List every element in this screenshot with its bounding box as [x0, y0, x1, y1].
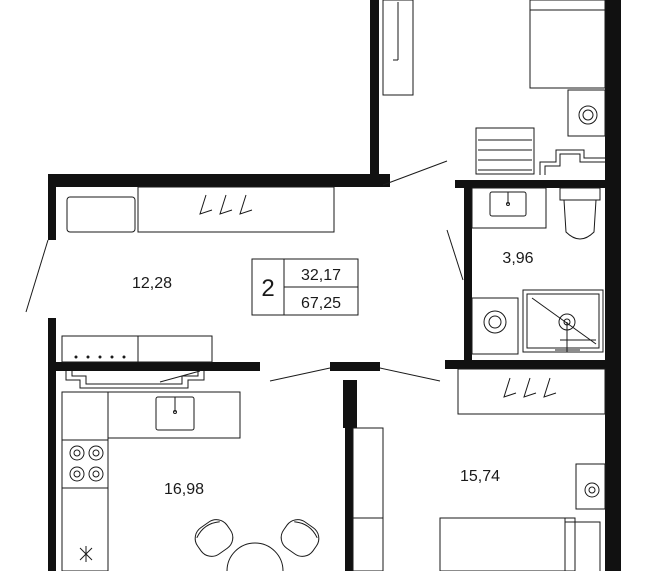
- hall-console: [137, 335, 213, 363]
- kitchen-area-label: 16,98: [164, 481, 204, 498]
- walls: [48, 0, 621, 571]
- hanger-icons: [199, 194, 253, 215]
- bed: [439, 517, 576, 571]
- wall-kitchen-left: [48, 318, 56, 571]
- stove: [61, 439, 109, 489]
- hall-fixtures: [61, 186, 335, 363]
- dining-table: [226, 542, 284, 571]
- fridge-mark: [79, 546, 93, 562]
- kitchen-fixtures: [61, 370, 320, 571]
- door-entrance: [25, 239, 49, 313]
- bath-area-label: 3,96: [502, 250, 533, 267]
- fan-icon: [584, 482, 600, 498]
- door-corridor: [382, 160, 448, 186]
- bath-washer: [471, 297, 519, 355]
- wall-bath-bottom: [445, 360, 605, 369]
- bath-washer-drum: [483, 310, 507, 334]
- washing-machine-drum: [578, 105, 598, 125]
- wall-bath-top: [455, 180, 605, 188]
- bedroom-wardrobe: [457, 368, 606, 415]
- washing-machine: [567, 89, 606, 137]
- room-count: 2: [261, 275, 274, 302]
- bedroom-hanger-icons: [503, 377, 557, 398]
- hall-area-label: 12,28: [132, 275, 172, 292]
- total-area: 67,25: [301, 295, 341, 312]
- bedroom-fixtures: [352, 368, 606, 571]
- wall-partition: [345, 428, 353, 571]
- wall-bedroom-top: [330, 362, 380, 371]
- hall-bench: [66, 196, 136, 233]
- shoe-dots: [74, 355, 126, 359]
- wall-kitchen-top: [56, 362, 260, 371]
- bedroom-nightstand: [575, 463, 606, 510]
- kitchen-radiator: [65, 371, 205, 389]
- bathroom-fixtures: [471, 187, 604, 355]
- doors: [25, 160, 464, 382]
- dining-chair-left: [194, 519, 234, 557]
- wall-hall-top: [48, 174, 390, 187]
- shower: [522, 289, 604, 353]
- wall-partition-pillar: [343, 380, 357, 428]
- bedroom-area-label: 15,74: [460, 468, 500, 485]
- wall-right-outer: [605, 0, 621, 571]
- area-labels: 12,28 3,96 16,98 15,74: [132, 250, 534, 498]
- laundry-area: [475, 0, 606, 175]
- corridor-wardrobe: [382, 0, 414, 96]
- living-area: 32,17: [301, 267, 341, 284]
- radiator-outline: [539, 149, 605, 175]
- door-kitchen: [269, 367, 331, 382]
- drying-rack: [475, 127, 535, 175]
- wall-corridor-left: [370, 0, 379, 187]
- summary-box: 2 32,17 67,25: [251, 258, 359, 316]
- door-bathroom: [446, 229, 464, 281]
- toilet: [559, 187, 601, 240]
- dining-chair-right: [280, 519, 320, 557]
- hall-wardrobe: [137, 186, 335, 233]
- washer-cabinet: [529, 0, 606, 89]
- bedroom-shelf: [352, 427, 384, 571]
- door-bedroom: [379, 367, 441, 382]
- wall-hall-left-upper: [48, 174, 56, 240]
- wall-bath-left: [464, 180, 472, 360]
- dining-set: [194, 519, 320, 571]
